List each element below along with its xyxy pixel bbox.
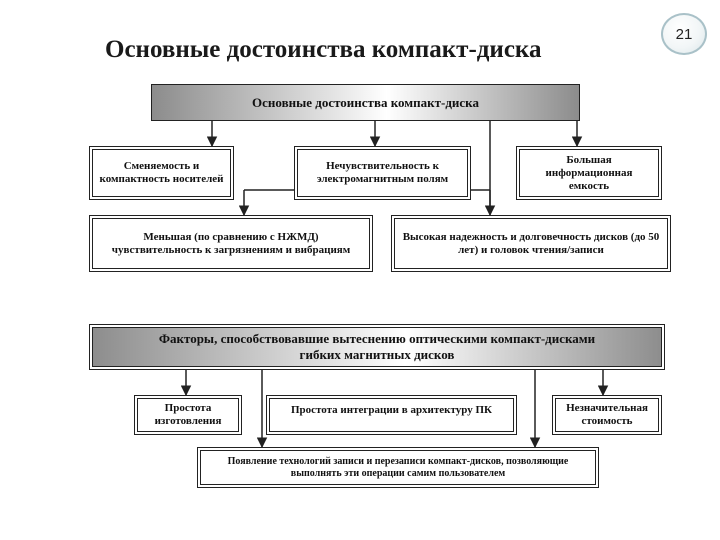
- factor-box-manufacturing: Простота изготовления: [134, 395, 242, 435]
- advantage-box-sensitivity: Меньшая (по сравнению с НЖМД) чувствител…: [89, 215, 373, 272]
- advantage-box-compactness: Сменяемость и компактность носителей: [89, 146, 234, 200]
- advantage-box-reliability: Высокая надежность и долговечность диско…: [391, 215, 671, 272]
- factor-box-integration: Простота интеграции в архитектуру ПК: [266, 395, 517, 435]
- advantage-box-capacity: Большая информационная емкость: [516, 146, 662, 200]
- factor-box-rewrite-tech: Появление технологий записи и перезаписи…: [197, 447, 599, 488]
- page-number-badge: 21: [661, 13, 707, 55]
- advantage-box-em-immunity: Нечувствительность к электромагнитным по…: [294, 146, 471, 200]
- section1-header: Основные достоинства компакт-диска: [151, 84, 580, 121]
- slide-title: Основные достоинства компакт-диска: [105, 36, 542, 63]
- factor-box-cost: Незначительная стоимость: [552, 395, 662, 435]
- section2-header: Факторы, способствовавшие вытеснению опт…: [89, 324, 665, 370]
